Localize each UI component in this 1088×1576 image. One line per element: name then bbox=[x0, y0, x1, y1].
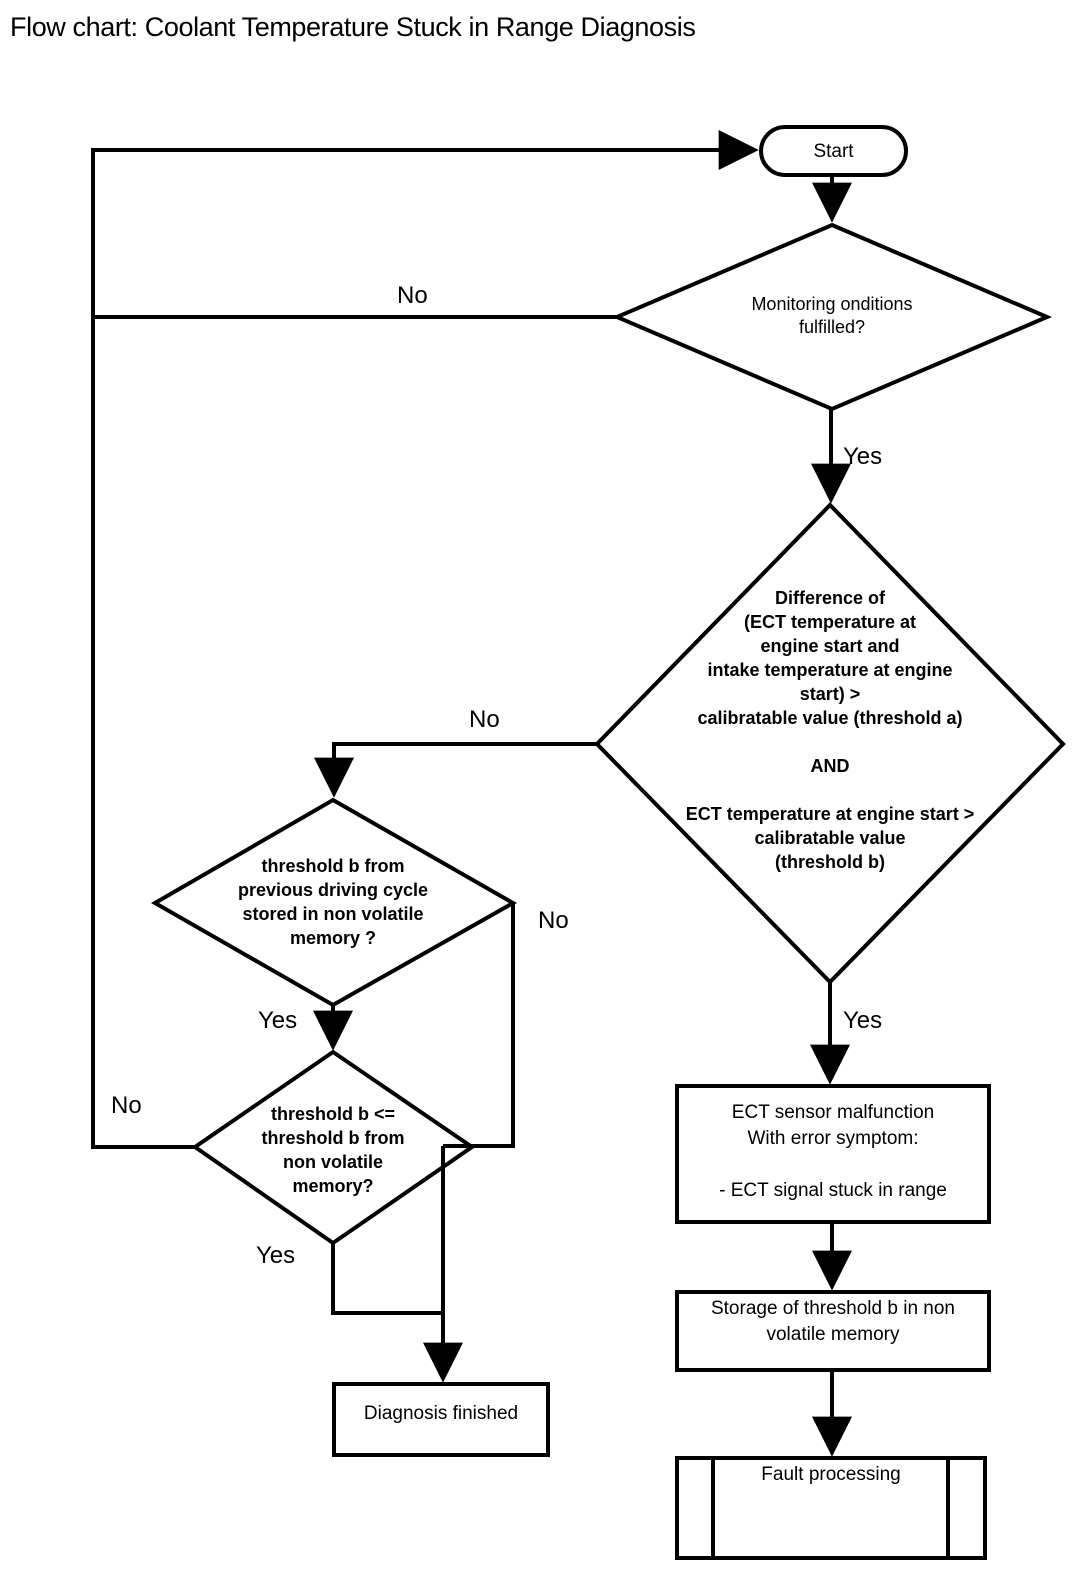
page-title: Flow chart: Coolant Temperature Stuck in… bbox=[10, 12, 696, 42]
edge-label-condition-no: No bbox=[469, 706, 500, 733]
edge-stored-no bbox=[443, 903, 515, 1148]
edge-label-monitoring-yes: Yes bbox=[843, 443, 883, 470]
node-compare-label: threshold b <= threshold b from non vola… bbox=[261, 1104, 405, 1196]
node-condition-label: Difference of (ECT temperature at engine… bbox=[685, 588, 975, 872]
edge-label-compare-yes: Yes bbox=[256, 1242, 296, 1269]
node-start-label: Start bbox=[813, 141, 854, 162]
edge-label-stored-yes: Yes bbox=[258, 1007, 298, 1034]
node-fault bbox=[675, 1456, 987, 1560]
node-stored-label: threshold b from previous driving cycle … bbox=[237, 856, 429, 948]
edge-label-stored-no: No bbox=[538, 907, 569, 934]
edge-condition-no bbox=[314, 742, 597, 798]
node-monitoring bbox=[611, 222, 1053, 412]
node-finished-label: Diagnosis finished bbox=[363, 1403, 519, 1424]
node-fault-label: Fault processing bbox=[761, 1464, 901, 1485]
edge-label-monitoring-no: No bbox=[397, 282, 428, 309]
edge-compare-yes bbox=[331, 1243, 443, 1315]
edge-left-rail-down bbox=[91, 317, 195, 1149]
node-finished bbox=[332, 1382, 550, 1457]
node-storage-label: Storage of threshold b in non volatile m… bbox=[710, 1298, 955, 1345]
edge-loop-to-start bbox=[91, 130, 759, 317]
node-malfunction bbox=[675, 1084, 991, 1224]
edge-label-compare-no: No bbox=[111, 1092, 142, 1119]
edge-label-condition-yes: Yes bbox=[843, 1007, 883, 1034]
node-malfunction-label: ECT sensor malfunction With error sympto… bbox=[719, 1102, 947, 1201]
